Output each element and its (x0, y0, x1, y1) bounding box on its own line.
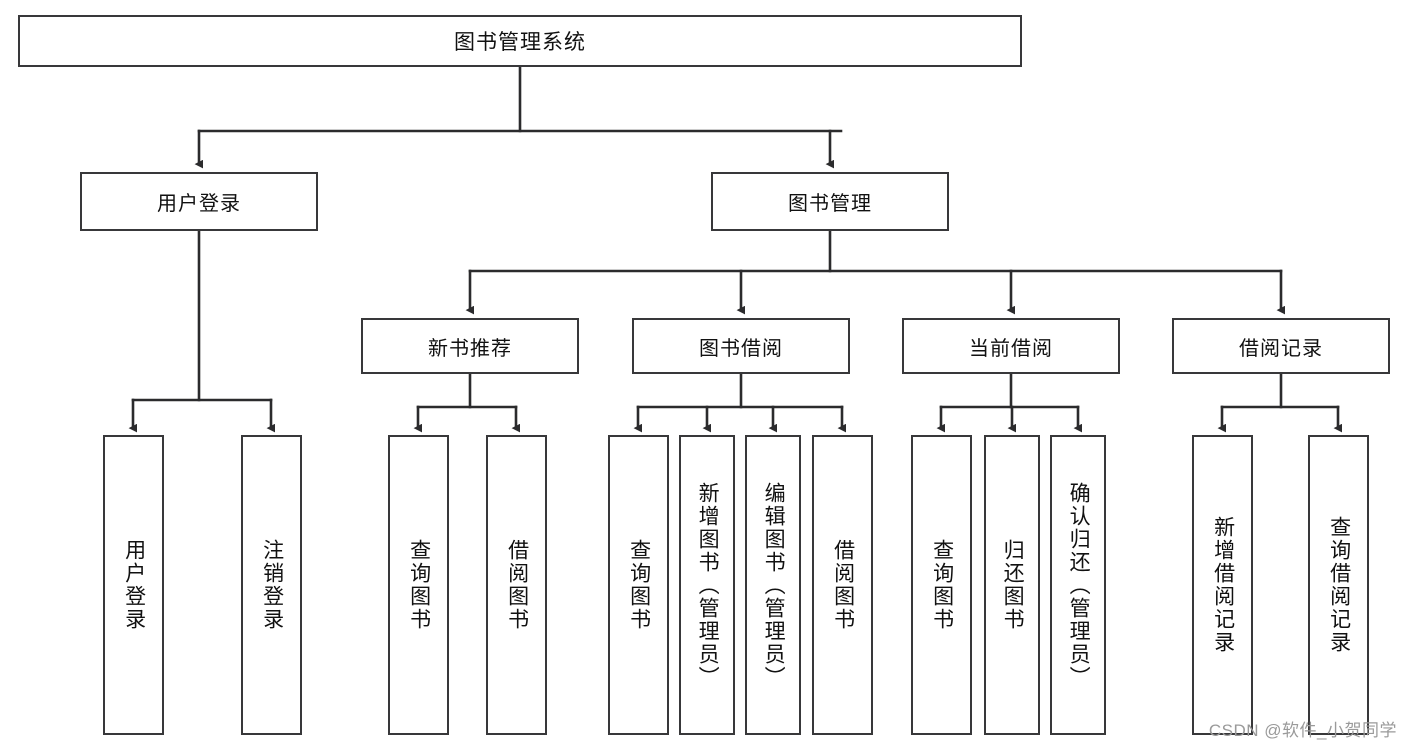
node-label: 查询图书 (407, 539, 431, 631)
node-label: 新增图书（管理员） (696, 481, 720, 689)
node-leaf-add-record[interactable]: 新增借阅记录 (1192, 435, 1253, 735)
node-label: 确认归还（管理员） (1067, 481, 1091, 689)
node-leaf-add-book[interactable]: 新增图书（管理员） (679, 435, 735, 735)
node-root-label: 图书管理系统 (454, 31, 586, 54)
node-label: 借阅图书 (505, 539, 529, 631)
node-book-manage[interactable]: 图书管理 (711, 172, 949, 231)
node-label: 新书推荐 (428, 337, 512, 360)
node-new-book-rec[interactable]: 新书推荐 (361, 318, 579, 374)
node-label: 新增借阅记录 (1211, 516, 1235, 654)
node-leaf-query-book-3[interactable]: 查询图书 (911, 435, 972, 735)
node-root[interactable]: 图书管理系统 (18, 15, 1022, 67)
node-label: 借阅图书 (831, 539, 855, 631)
node-leaf-confirm-return[interactable]: 确认归还（管理员） (1050, 435, 1106, 735)
node-label: 注销登录 (260, 539, 284, 631)
node-label: 图书管理 (788, 193, 872, 215)
node-leaf-borrow-book-1[interactable]: 借阅图书 (486, 435, 547, 735)
watermark: CSDN @软件_小贺同学 (1208, 721, 1397, 740)
node-leaf-return-book[interactable]: 归还图书 (984, 435, 1040, 735)
node-label: 查询借阅记录 (1327, 516, 1351, 654)
node-borrow-record[interactable]: 借阅记录 (1172, 318, 1390, 374)
node-leaf-user-login[interactable]: 用户登录 (103, 435, 164, 735)
node-current-borrow[interactable]: 当前借阅 (902, 318, 1120, 374)
node-label: 借阅记录 (1239, 337, 1323, 360)
node-label: 归还图书 (1001, 539, 1025, 631)
node-label: 查询图书 (627, 539, 651, 631)
node-user-login[interactable]: 用户登录 (80, 172, 318, 231)
node-leaf-edit-book[interactable]: 编辑图书（管理员） (745, 435, 801, 735)
node-label: 查询图书 (930, 539, 954, 631)
node-book-borrow[interactable]: 图书借阅 (632, 318, 850, 374)
node-leaf-query-book-1[interactable]: 查询图书 (388, 435, 449, 735)
node-leaf-borrow-book-2[interactable]: 借阅图书 (812, 435, 873, 735)
node-label: 用户登录 (122, 539, 146, 631)
node-label: 编辑图书（管理员） (762, 481, 786, 689)
node-label: 用户登录 (157, 193, 241, 215)
node-label: 图书借阅 (699, 337, 783, 360)
node-leaf-user-logout[interactable]: 注销登录 (241, 435, 302, 735)
node-leaf-query-record[interactable]: 查询借阅记录 (1308, 435, 1369, 735)
node-leaf-query-book-2[interactable]: 查询图书 (608, 435, 669, 735)
node-label: 当前借阅 (969, 337, 1053, 360)
